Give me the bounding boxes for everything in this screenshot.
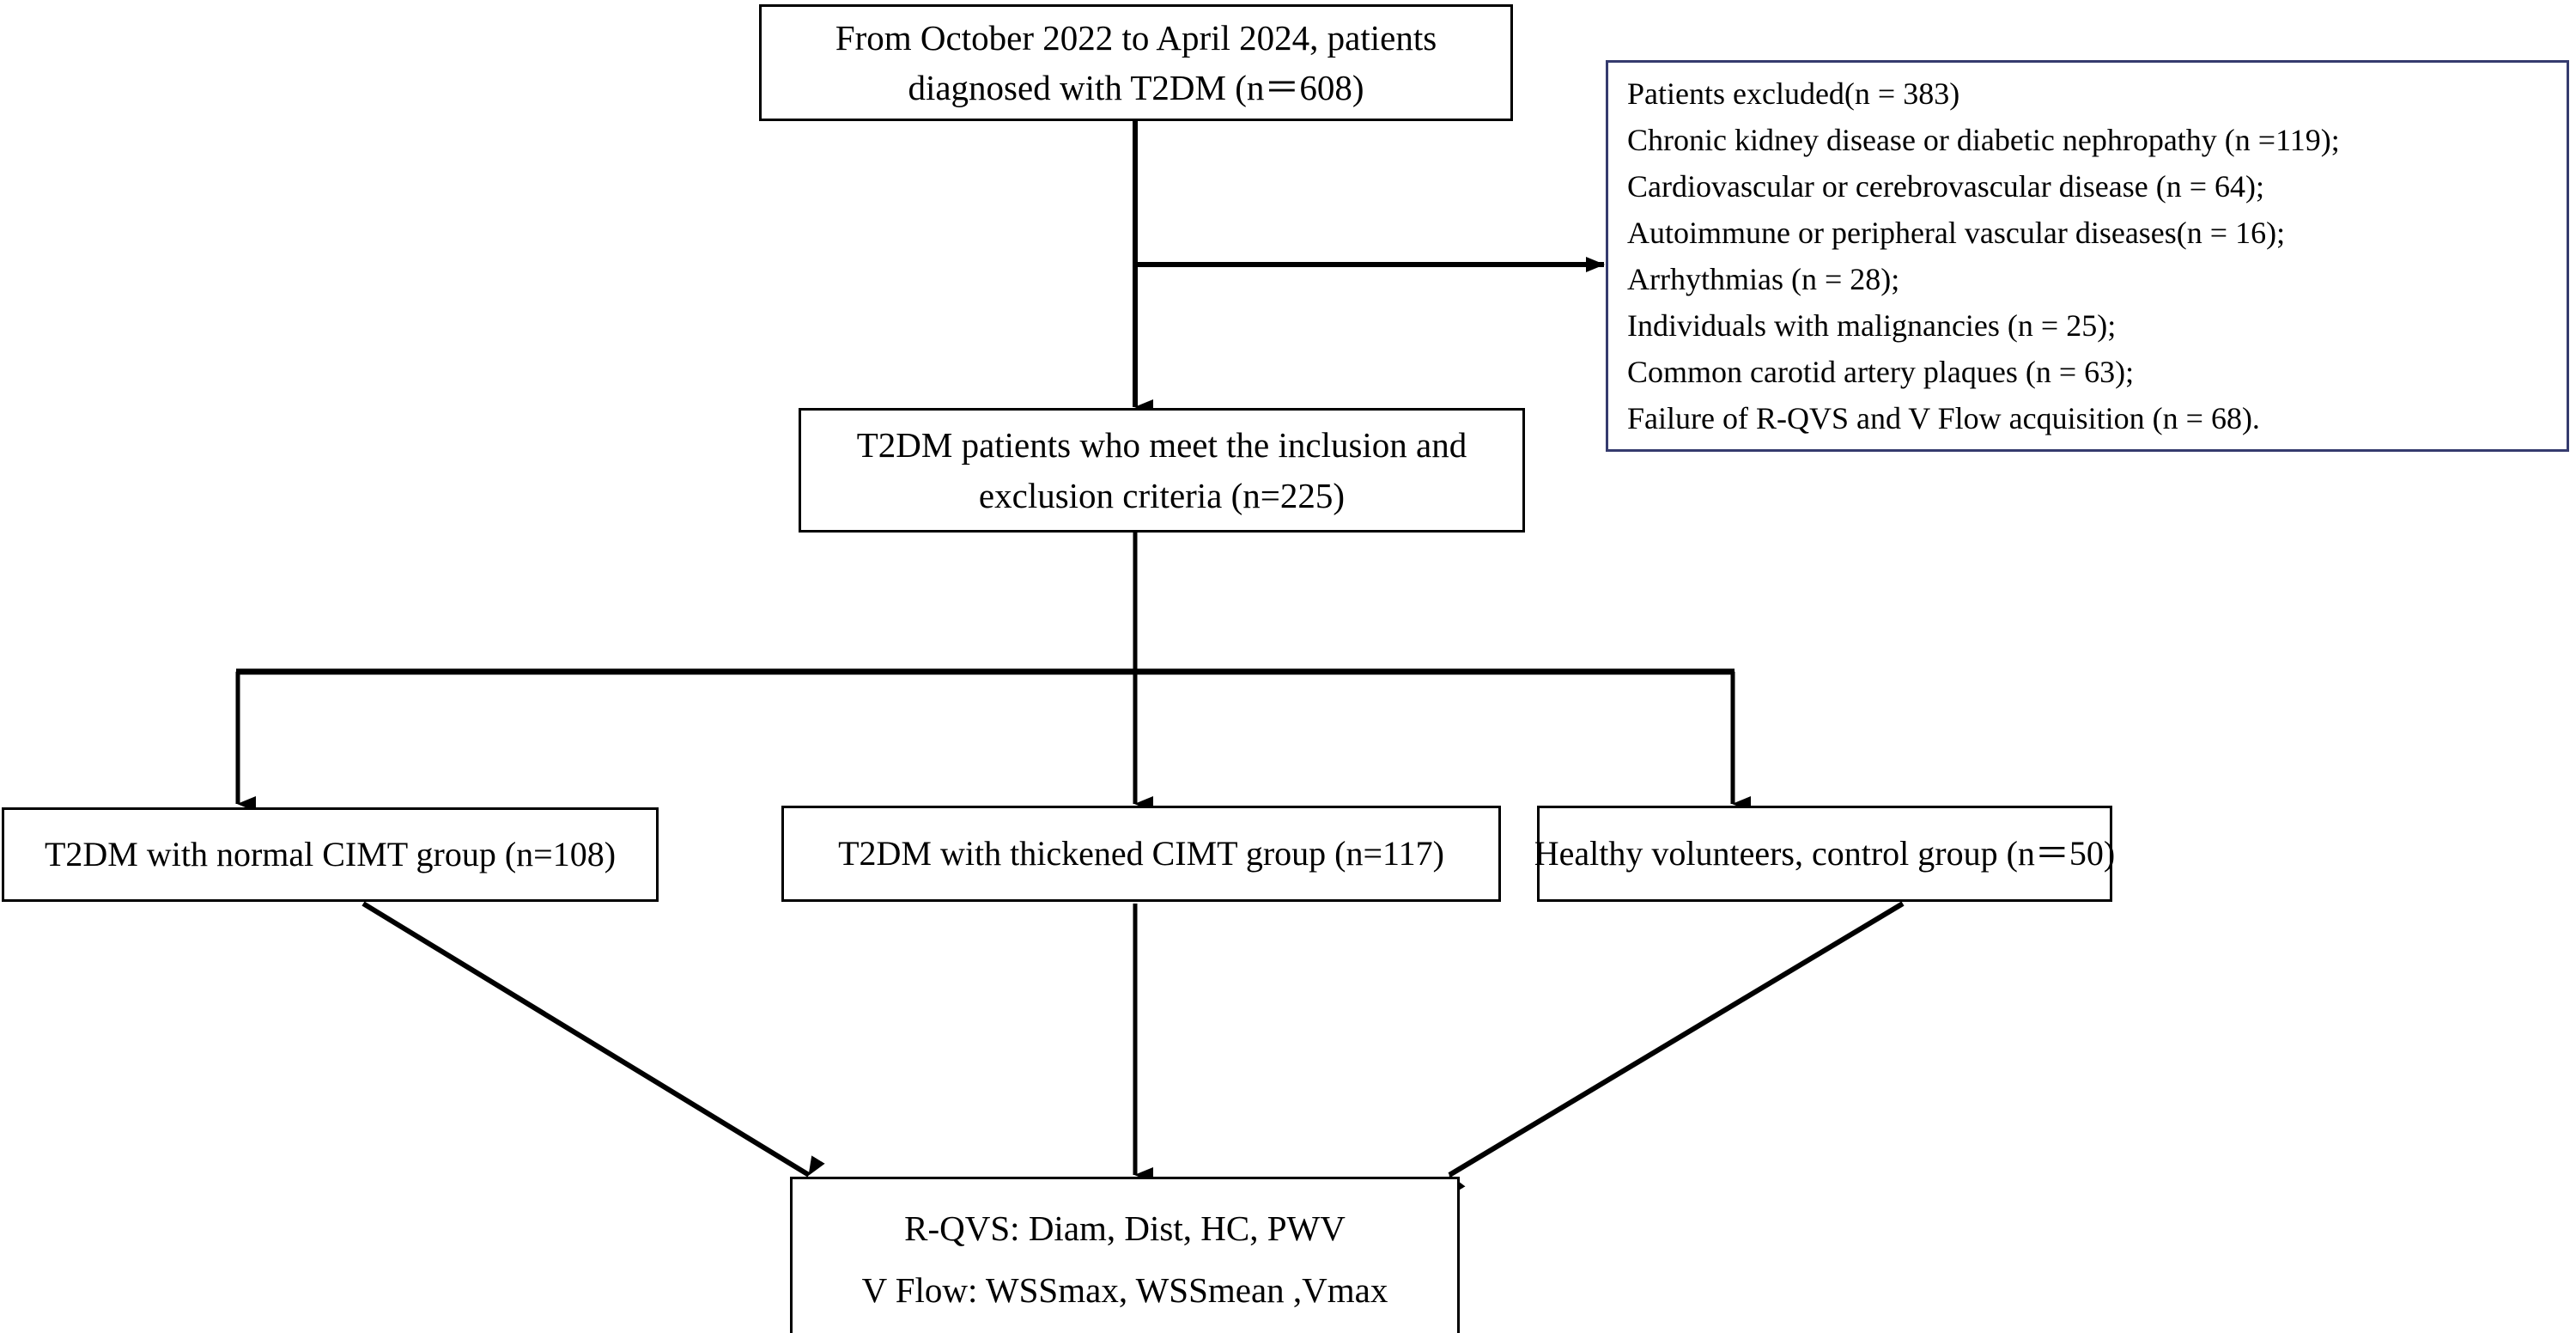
node-group-control-label: Healthy volunteers, control group (n＝50) [1534,833,2116,873]
node-enrollment-line-1: From October 2022 to April 2024, patient… [835,17,1437,58]
node-group-thickened-cimt: T2DM with thickened CIMT group (n=117) [781,806,1501,902]
node-group-thickened-cimt-label: T2DM with thickened CIMT group (n=117) [838,833,1444,873]
node-exclusions-line-3: Cardiovascular or cerebrovascular diseas… [1627,169,2264,204]
node-exclusions-line-5: Arrhythmias (n = 28); [1627,262,1900,296]
node-exclusions-line-7: Common carotid artery plaques (n = 63); [1627,355,2135,389]
node-group-control: Healthy volunteers, control group (n＝50) [1534,806,2115,902]
node-group-normal-cimt: T2DM with normal CIMT group (n=108) [2,807,659,902]
connector-group-control-to-outcomes [1448,901,1905,1195]
node-exclusions: Patients excluded(n = 383) Chronic kidne… [1606,60,2569,452]
node-eligible-line-2: exclusion criteria (n=225) [978,475,1346,515]
node-eligible-line-1: T2DM patients who meet the inclusion and [856,425,1467,466]
node-outcomes: R-QVS: Diam, Dist, HC, PWV V Flow: WSSma… [790,1177,1460,1333]
node-exclusions-line-8: Failure of R-QVS and V Flow acquisition … [1627,401,2260,435]
node-exclusions-line-2: Chronic kidney disease or diabetic nephr… [1627,123,2340,157]
node-enrollment-line-2: diagnosed with T2DM (n＝608) [908,68,1364,107]
node-group-normal-cimt-label: T2DM with normal CIMT group (n=108) [44,834,617,873]
connector-group-normal-to-outcomes [361,901,825,1178]
node-outcomes-line-2: V Flow: WSSmax, WSSmean ,Vmax [861,1269,1388,1310]
node-enrollment: From October 2022 to April 2024, patient… [759,4,1513,121]
node-outcomes-line-1: R-QVS: Diam, Dist, HC, PWV [904,1208,1346,1248]
node-exclusions-line-6: Individuals with malignancies (n = 25); [1627,308,2117,343]
node-exclusions-line-4: Autoimmune or peripheral vascular diseas… [1627,216,2286,250]
node-eligible: T2DM patients who meet the inclusion and… [799,408,1525,533]
node-exclusions-line-1: Patients excluded(n = 383) [1627,76,1960,111]
